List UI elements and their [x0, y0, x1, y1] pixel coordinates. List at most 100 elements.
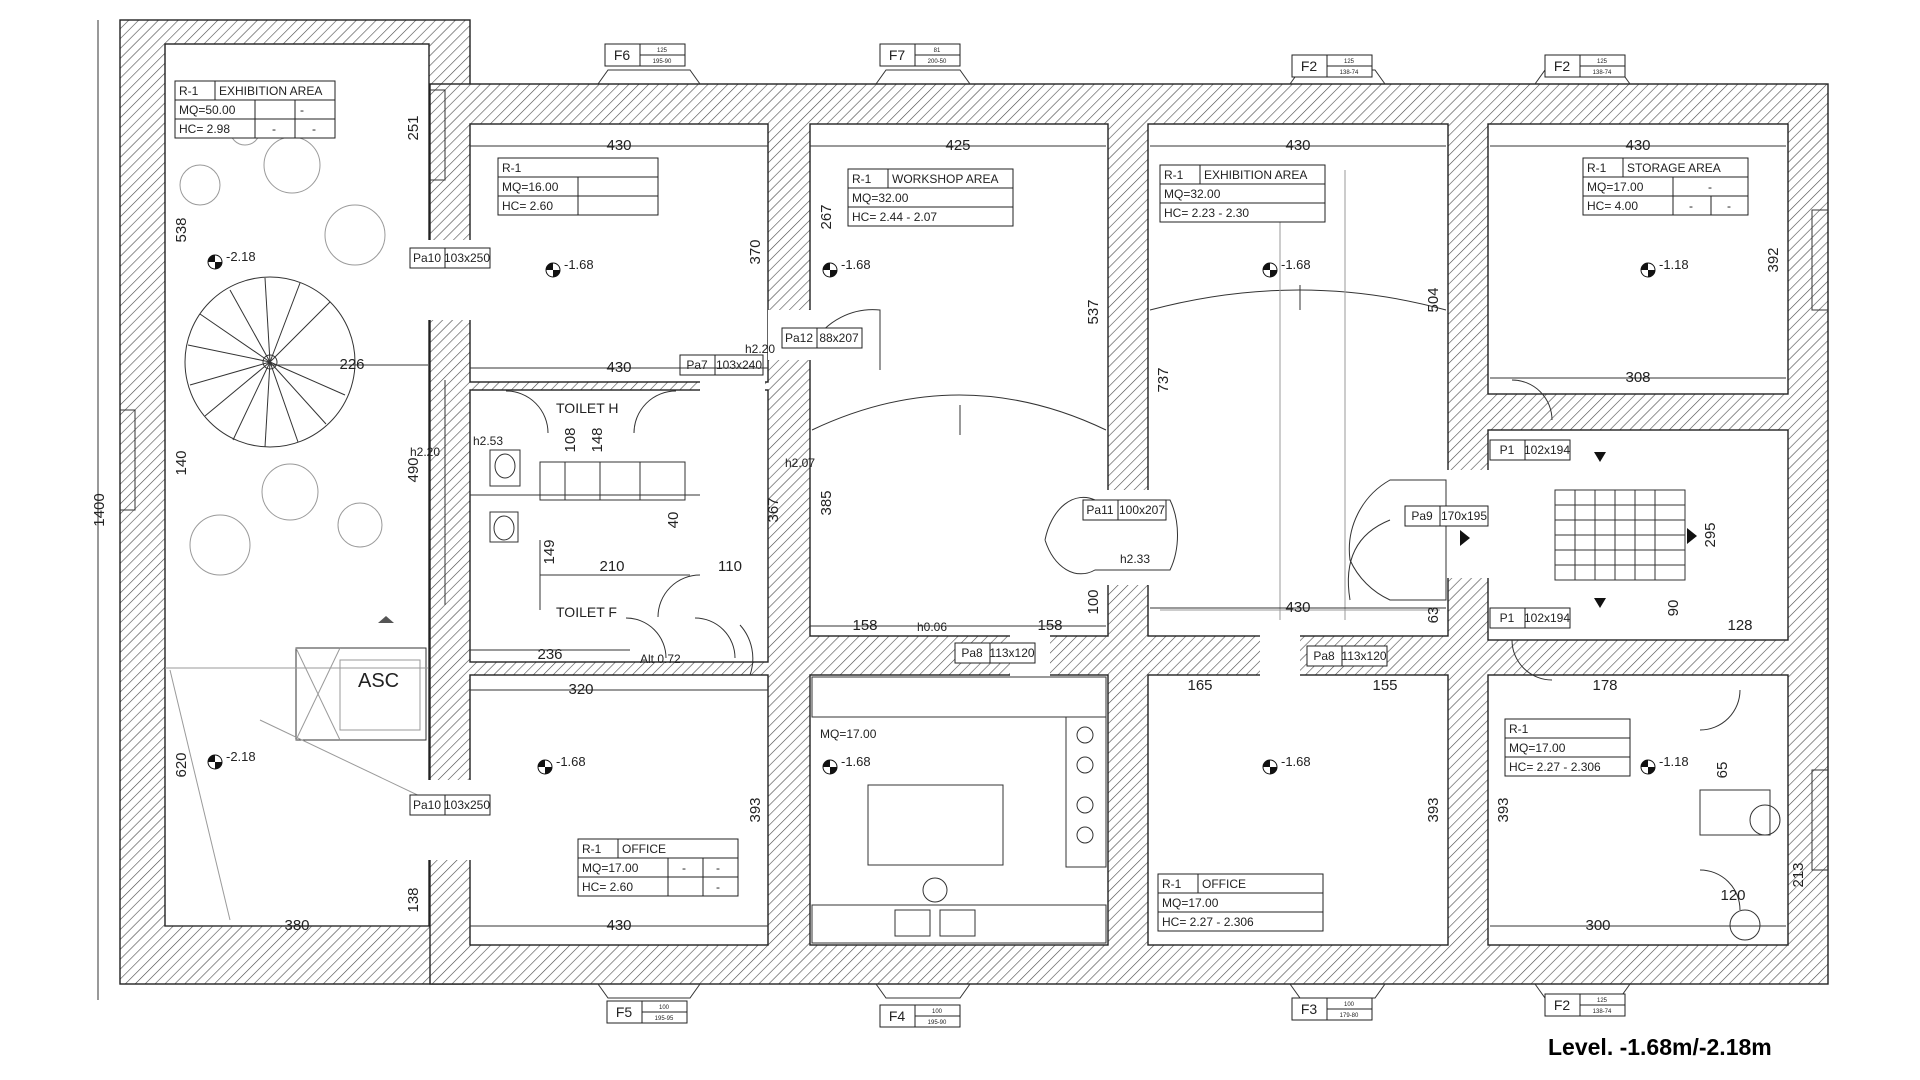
- door-size: 103x250: [444, 798, 490, 812]
- room-name: OFFICE: [1202, 877, 1246, 891]
- room-cell: -: [716, 880, 720, 894]
- height-note: h2.20: [410, 445, 440, 459]
- door-code: Pa7: [686, 358, 708, 372]
- elevation-marker: -1.68: [1262, 754, 1311, 775]
- window-size: 81: [934, 48, 941, 54]
- dimension-label: 393: [1425, 797, 1442, 822]
- room-cell: -: [272, 122, 276, 136]
- dimension-label: 65: [1714, 762, 1731, 779]
- door-size: 102x194: [1524, 443, 1570, 457]
- window-tag: F6 125 195-90: [604, 43, 686, 67]
- dimension-label: 1400: [91, 493, 108, 526]
- level-title: Level. -1.68m/-2.18m: [1548, 1034, 1772, 1060]
- door-size: 88x207: [819, 331, 859, 345]
- room-tags: R-1 EXHIBITION AREA MQ=50.00 HC= 2.98 - …: [174, 80, 1749, 932]
- window-size: 100: [659, 1005, 670, 1011]
- elevation-value: -1.68: [1281, 257, 1311, 272]
- door-size: 102x194: [1524, 611, 1570, 625]
- room-height: HC= 2.23 - 2.30: [1164, 206, 1249, 220]
- dimension-label: 40: [665, 512, 682, 529]
- door-tag: Pa10 103x250: [409, 794, 491, 816]
- dimensions-horizontal: 430 425 430 430 226 430 308 210 110 236 …: [284, 137, 1752, 934]
- window-height: 179-80: [1340, 1013, 1359, 1019]
- toilet-f-label: TOILET F: [556, 604, 617, 620]
- dimension-label: 737: [1155, 367, 1172, 392]
- room-tag: R-1 EXHIBITION AREA MQ=32.00 HC= 2.23 - …: [1159, 164, 1326, 223]
- room-code: R-1: [1587, 161, 1607, 175]
- room-height: HC= 2.27 - 2.306: [1509, 760, 1601, 774]
- door-code: Pa10: [413, 798, 441, 812]
- height-note: h2.53: [473, 434, 503, 448]
- room-area: MQ=32.00: [852, 191, 909, 205]
- dimension-lines: [97, 20, 1786, 1000]
- dimension-label: 140: [173, 450, 190, 475]
- dimension-label: 108: [562, 427, 579, 452]
- elevation-marker: -1.68: [545, 257, 594, 278]
- elevation-marker: -2.18: [207, 249, 256, 270]
- room-cell: -: [1727, 199, 1731, 213]
- door-code: Pa11: [1086, 503, 1113, 517]
- dimension-label: 430: [606, 137, 631, 154]
- room-area: MQ=50.00: [179, 103, 236, 117]
- room-code: R-1: [852, 172, 872, 186]
- window-height: 195-90: [928, 1020, 947, 1026]
- window-size: 100: [932, 1009, 943, 1015]
- dimension-label: 226: [339, 356, 364, 373]
- toilet-h-label: TOILET H: [556, 400, 619, 416]
- door-tag: Pa9 170x195: [1404, 505, 1489, 527]
- window-code: F5: [616, 1004, 633, 1020]
- room-tag: R-1 MQ=17.00 HC= 2.27 - 2.306: [1504, 718, 1631, 777]
- room-tag: R-1 WORKSHOP AREA MQ=32.00 HC= 2.44 - 2.…: [847, 168, 1014, 227]
- elevation-marker: -1.68: [1262, 257, 1311, 278]
- door-tag: Pa12 88x207: [781, 327, 863, 349]
- window-size: 125: [1597, 59, 1608, 65]
- room-area: MQ=17.00: [582, 861, 639, 875]
- dimension-label: 393: [747, 797, 764, 822]
- window-tag: F2 125 138-74: [1544, 54, 1626, 78]
- door-tag: Pa8 113x120: [954, 642, 1036, 664]
- window-size: 125: [657, 48, 668, 54]
- elevation-marker: -1.68: [822, 257, 871, 278]
- room-height: HC= 2.44 - 2.07: [852, 210, 937, 224]
- dimension-label: 100: [1085, 589, 1102, 614]
- bathroom-fixtures: [1511, 379, 1781, 941]
- door-size: 113x120: [1341, 649, 1386, 663]
- room-area: MQ=17.00: [1587, 180, 1644, 194]
- height-note: h0.06: [917, 620, 947, 634]
- window-code: F7: [889, 47, 906, 63]
- room-height: HC= 2.60: [582, 880, 633, 894]
- room-height: HC= 4.00: [1587, 199, 1638, 213]
- window-tag: F7 81 200-50: [879, 43, 961, 67]
- elevation-value: -1.68: [841, 257, 871, 272]
- door-code: P1: [1500, 611, 1515, 625]
- asc-label: ASC: [358, 670, 399, 692]
- dimension-label: 538: [173, 217, 190, 242]
- dimension-label: 430: [1285, 599, 1310, 616]
- room-area: MQ=17.00: [1509, 741, 1566, 755]
- elevation-marker: -1.18: [1640, 754, 1689, 775]
- elevation-value: -1.68: [1281, 754, 1311, 769]
- window-code: F4: [889, 1008, 906, 1024]
- dimension-label: 367: [765, 497, 782, 522]
- dimension-label: 158: [852, 617, 877, 634]
- dimension-label: 430: [1285, 137, 1310, 154]
- elevation-marker: -2.18: [207, 749, 256, 770]
- dimension-label: 251: [405, 115, 422, 140]
- elevation-value: -1.68: [841, 754, 871, 769]
- door-tag: Pa7 103x240: [679, 354, 764, 376]
- exhibition-arc: [1149, 170, 1447, 620]
- window-code: F3: [1301, 1001, 1318, 1017]
- room-name: EXHIBITION AREA: [219, 84, 322, 98]
- window-size: 100: [1344, 1002, 1355, 1008]
- room-code: R-1: [582, 842, 602, 856]
- dimension-label: 210: [599, 558, 624, 575]
- room-height: HC= 2.98: [179, 122, 230, 136]
- door-tags: Pa10 103x250 Pa10 103x250 Pa7 103x240 Pa…: [409, 247, 1571, 816]
- dimension-label: 178: [1592, 677, 1617, 694]
- room-name: OFFICE: [622, 842, 666, 856]
- dimension-label: 155: [1372, 677, 1397, 694]
- elevation-markers: -2.18 -2.18 -1.68 -1.68 -1.68 -1.18 -1.6…: [207, 249, 1689, 775]
- window-tag: F3 100 179-80: [1291, 997, 1373, 1021]
- window-size: 125: [1344, 59, 1355, 65]
- height-notes: h2.20 h2.20 h2.53 h2.07 h2.33 h0.06: [410, 342, 1150, 634]
